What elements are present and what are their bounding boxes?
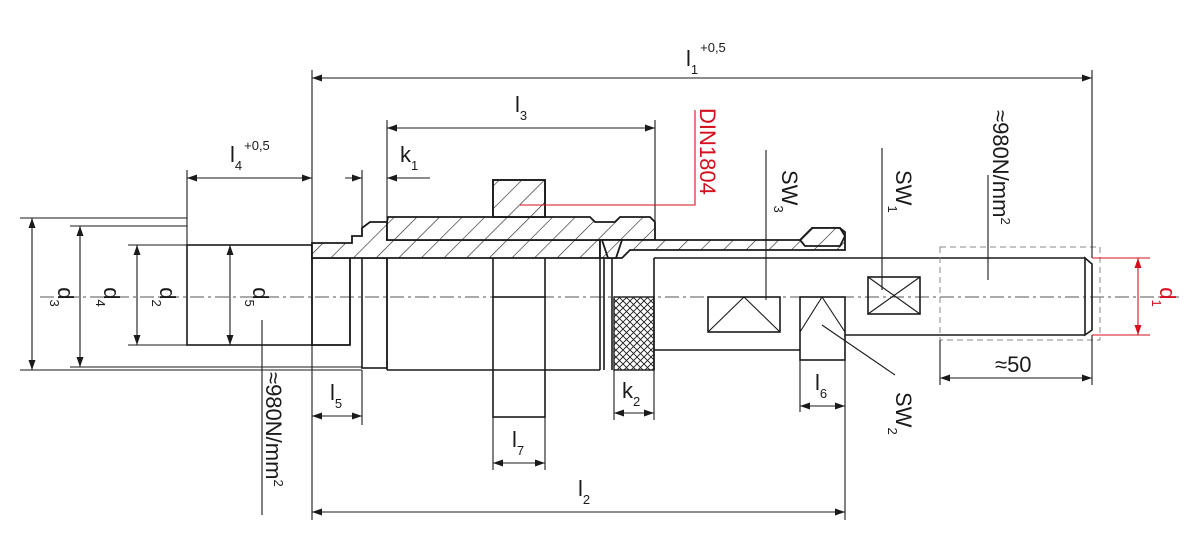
dim-l6 bbox=[799, 360, 845, 412]
label-din1804: DIN1804 bbox=[695, 108, 720, 195]
label-l6: l6 bbox=[815, 370, 827, 401]
label-d1: d1 bbox=[1149, 287, 1180, 306]
shank-body bbox=[186, 244, 601, 371]
leader-lines bbox=[261, 110, 989, 515]
label-l2: l2 bbox=[578, 476, 590, 507]
label-k2: k2 bbox=[622, 378, 640, 409]
dim-k2 bbox=[613, 370, 655, 420]
label-l7: l7 bbox=[512, 427, 524, 458]
dim-l2 bbox=[311, 360, 846, 520]
nut-body bbox=[603, 258, 655, 370]
label-hardness-right: ≈980N/mm2 bbox=[988, 110, 1013, 225]
label-d4: d4 bbox=[93, 287, 124, 306]
dim-approx50 bbox=[939, 335, 1093, 385]
label-d5: d5 bbox=[242, 287, 273, 306]
label-sw3: SW3 bbox=[771, 170, 802, 213]
knurled-ring bbox=[613, 296, 655, 371]
collar bbox=[492, 179, 546, 418]
drive-shaft bbox=[654, 256, 1093, 361]
dim-k1 bbox=[345, 170, 430, 236]
label-d3: d3 bbox=[47, 287, 78, 306]
dim-d1 bbox=[1092, 257, 1150, 336]
dim-l1 bbox=[311, 70, 1093, 258]
label-sw2: SW2 bbox=[885, 392, 916, 435]
sectioned-sleeve bbox=[311, 179, 847, 259]
label-l4: l4+0,5 bbox=[230, 138, 270, 173]
label-l1: l1+0,5 bbox=[686, 40, 726, 77]
hardened-zone-outline bbox=[939, 246, 1101, 341]
label-l3: l3 bbox=[515, 92, 527, 123]
dim-l7 bbox=[492, 417, 546, 470]
label-l5: l5 bbox=[330, 380, 342, 411]
hidden-envelope bbox=[20, 217, 362, 371]
dim-l4 bbox=[186, 170, 312, 245]
label-hardness-left: ≈980N/mm2 bbox=[261, 372, 286, 487]
label-d2: d2 bbox=[149, 287, 180, 306]
label-approx50: ≈50 bbox=[995, 352, 1032, 377]
dim-l5 bbox=[311, 345, 363, 425]
label-k1: k1 bbox=[400, 142, 418, 173]
label-sw1: SW1 bbox=[885, 170, 916, 213]
